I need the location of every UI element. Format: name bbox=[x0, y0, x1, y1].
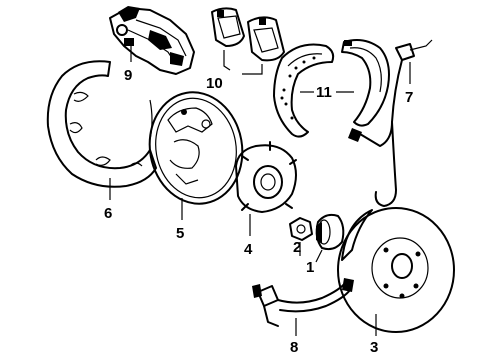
brake-hose bbox=[252, 278, 354, 327]
callout-11: 11 bbox=[316, 84, 332, 101]
caliper bbox=[109, 6, 195, 75]
dust-shield bbox=[46, 60, 157, 188]
backing-plate bbox=[148, 91, 244, 205]
abs-sensor bbox=[348, 39, 433, 207]
callout-2: 2 bbox=[293, 239, 301, 256]
callout-3: 3 bbox=[370, 339, 378, 356]
leader-1 bbox=[315, 249, 323, 263]
callout-1: 1 bbox=[306, 259, 314, 276]
callout-9: 9 bbox=[124, 67, 132, 84]
brake-rotor bbox=[337, 207, 455, 333]
brake-pads bbox=[211, 7, 285, 62]
leader-10a bbox=[223, 50, 231, 71]
callout-8: 8 bbox=[290, 339, 298, 356]
callout-6: 6 bbox=[104, 205, 112, 222]
callout-4: 4 bbox=[244, 241, 253, 258]
parking-brake-shoes bbox=[273, 39, 390, 138]
grease-cap bbox=[315, 213, 345, 251]
callout-10: 10 bbox=[206, 75, 223, 92]
callout-7: 7 bbox=[405, 89, 413, 106]
callout-5: 5 bbox=[176, 225, 184, 242]
hub-nut bbox=[289, 217, 313, 241]
hub-bearing bbox=[235, 141, 297, 213]
leader-10b bbox=[242, 64, 263, 75]
